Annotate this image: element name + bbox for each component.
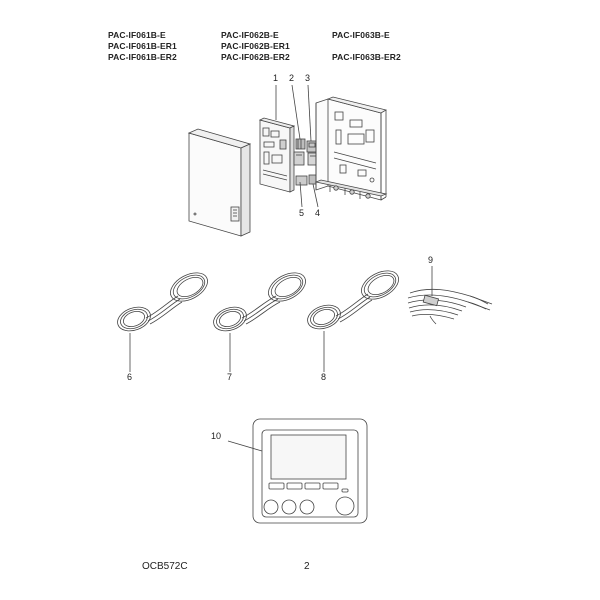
callout-9: 9 bbox=[428, 255, 434, 265]
callout-1: 1 bbox=[273, 73, 279, 83]
callout-2: 2 bbox=[289, 73, 295, 83]
leader-5 bbox=[299, 181, 303, 208]
model-col1-line3: PAC-IF061B-ER2 bbox=[108, 52, 177, 62]
leader-3 bbox=[307, 84, 312, 142]
page-number: 2 bbox=[304, 561, 310, 572]
model-col3-line1: PAC-IF063B-E bbox=[332, 30, 390, 40]
base-housing bbox=[314, 96, 388, 201]
callout-7: 7 bbox=[227, 372, 233, 382]
model-col1-line1: PAC-IF061B-E bbox=[108, 30, 166, 40]
callout-6: 6 bbox=[127, 372, 133, 382]
model-col1-line2: PAC-IF061B-ER1 bbox=[108, 41, 177, 51]
leader-4 bbox=[312, 183, 319, 208]
model-col2-line3: PAC-IF062B-ER2 bbox=[221, 52, 290, 62]
callout-10: 10 bbox=[211, 431, 222, 441]
model-col3-line2: PAC-IF063B-ER2 bbox=[332, 52, 401, 62]
leader-2 bbox=[291, 84, 301, 140]
circuit-board bbox=[258, 117, 296, 193]
model-col2-line2: PAC-IF062B-ER1 bbox=[221, 41, 290, 51]
connector-part-2 bbox=[295, 138, 306, 150]
model-col2-line1: PAC-IF062B-E bbox=[221, 30, 279, 40]
control-box-cover bbox=[187, 128, 252, 237]
terminal-part bbox=[295, 174, 318, 186]
coiled-cable-8 bbox=[307, 270, 399, 372]
connector-part-3 bbox=[306, 140, 318, 153]
leader-10 bbox=[227, 440, 263, 452]
document-code: OCB572C bbox=[142, 561, 188, 572]
callout-8: 8 bbox=[321, 372, 327, 382]
callout-5: 5 bbox=[299, 208, 305, 218]
relay-part-5 bbox=[293, 151, 305, 166]
coiled-cable-7 bbox=[213, 272, 306, 372]
remote-controller bbox=[227, 418, 368, 524]
callout-3: 3 bbox=[305, 73, 311, 83]
callout-4: 4 bbox=[315, 208, 321, 218]
coiled-cable-6 bbox=[117, 272, 208, 372]
thermistor-cable-9 bbox=[407, 266, 493, 325]
